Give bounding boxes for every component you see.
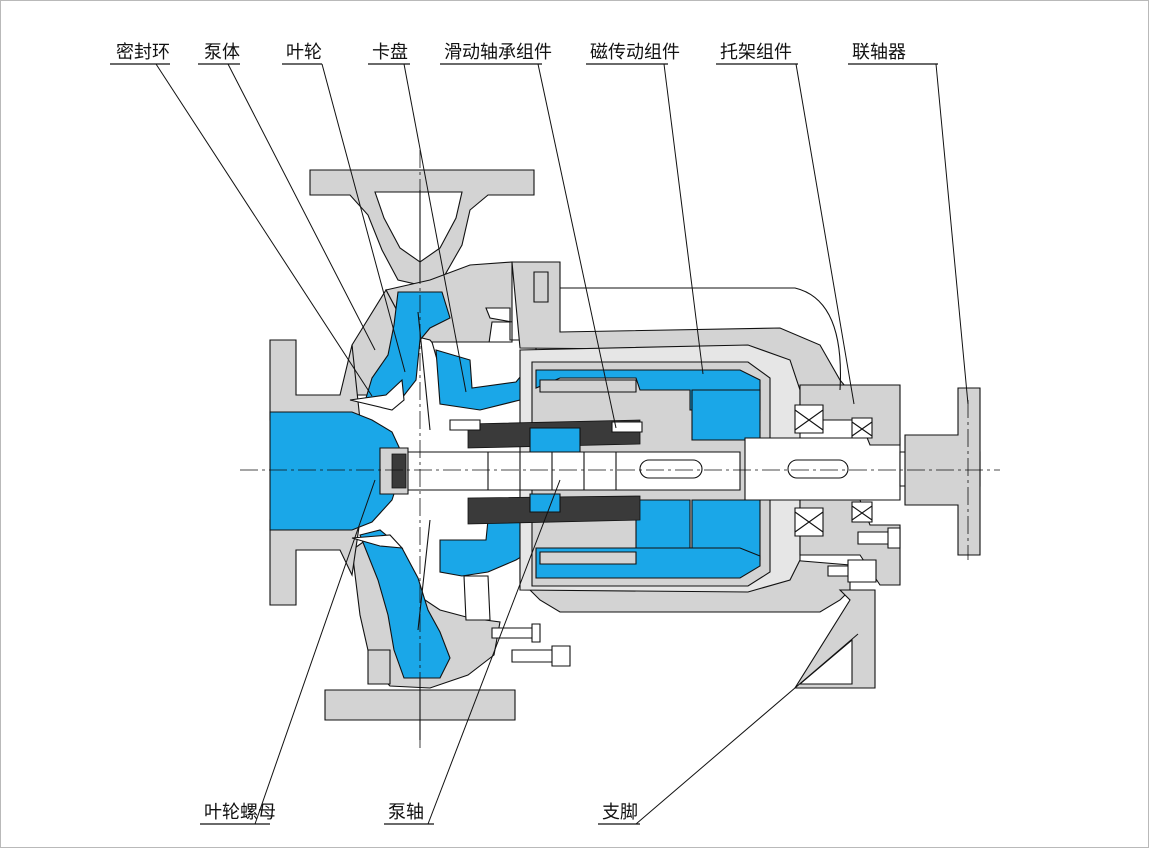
label-coupling: 联轴器 <box>852 42 906 63</box>
inlet-flange <box>269 339 406 606</box>
label-support-foot: 支脚 <box>602 802 638 823</box>
label-clamp-disk: 卡盘 <box>372 42 408 63</box>
label-sliding-bearing: 滑动轴承组件 <box>444 42 552 63</box>
pump-drawing <box>240 150 1000 750</box>
label-bracket: 托架组件 <box>720 42 792 63</box>
coupling <box>904 387 981 556</box>
label-pump-body: 泵体 <box>204 42 240 63</box>
labels: 密封环 泵体 叶轮 卡盘 滑动轴承组件 磁传动组件 托架组件 联轴器 叶轮螺母 … <box>116 42 906 823</box>
label-seal-ring: 密封环 <box>116 42 170 63</box>
label-impeller: 叶轮 <box>286 42 322 63</box>
leader-lines <box>110 63 969 825</box>
outlet-flange <box>309 169 535 290</box>
label-magnetic-drive: 磁传动组件 <box>590 42 680 63</box>
label-pump-shaft: 泵轴 <box>388 802 424 823</box>
pump-shaft <box>379 437 981 501</box>
label-impeller-nut: 叶轮螺母 <box>204 802 276 823</box>
impeller <box>349 291 451 679</box>
sliding-bearing <box>467 419 641 525</box>
bolts <box>367 271 901 685</box>
